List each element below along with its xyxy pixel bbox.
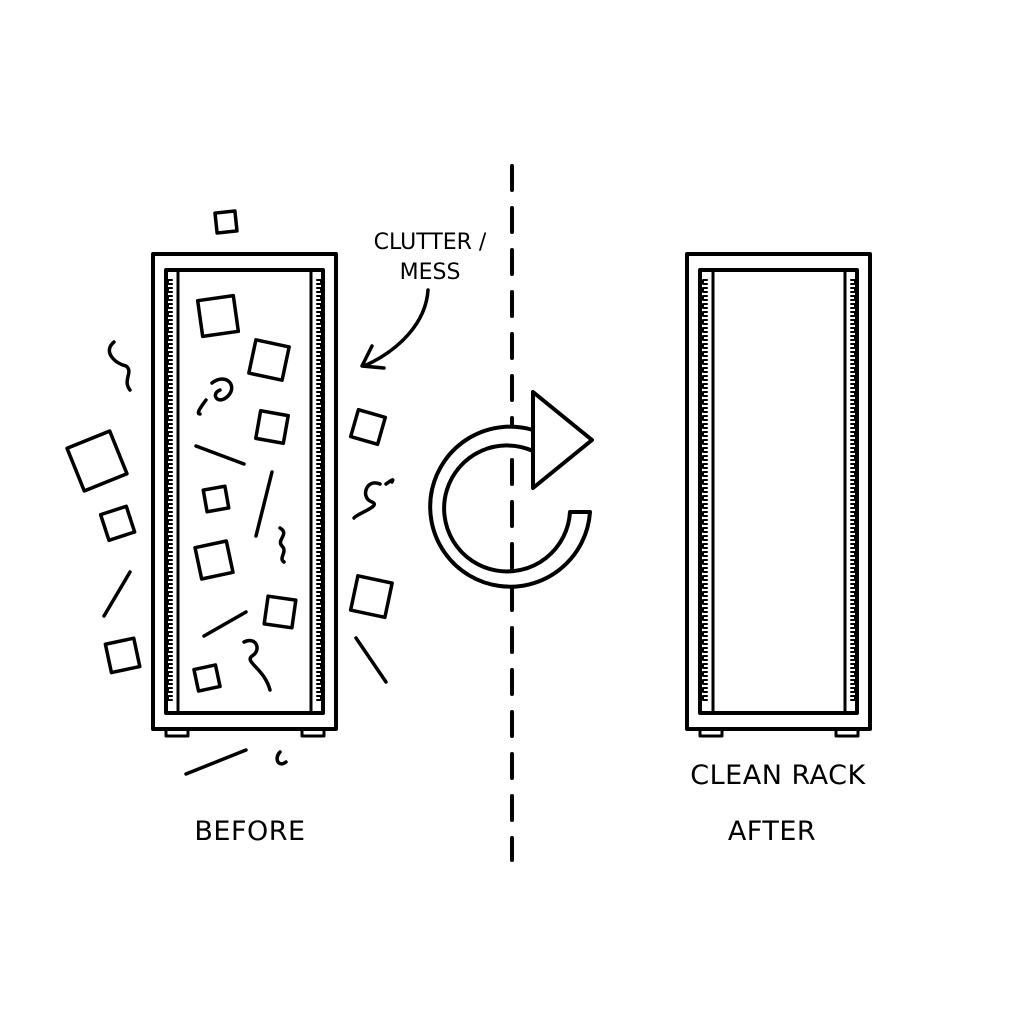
clutter-box xyxy=(98,504,137,543)
clutter-box xyxy=(348,574,394,620)
clutter-squiggle xyxy=(107,340,132,392)
curved-arrow-icon xyxy=(362,288,430,368)
clutter-outside xyxy=(65,209,395,776)
clutter-stick xyxy=(102,570,132,618)
clutter-box xyxy=(65,429,129,493)
after-rack xyxy=(685,252,872,738)
clutter-inside xyxy=(192,293,298,693)
clutter-stick xyxy=(184,748,248,776)
clutter-box xyxy=(348,407,388,447)
clutter-squiggle xyxy=(242,638,272,692)
circular-arrow-icon xyxy=(428,390,594,589)
clutter-label: CLUTTER / MESS xyxy=(360,228,500,288)
clutter-stick xyxy=(254,470,274,538)
rail-right xyxy=(850,279,856,701)
clutter-squiggle xyxy=(278,526,286,564)
clutter-box xyxy=(192,663,222,693)
clutter-box xyxy=(193,539,235,581)
rail-left xyxy=(702,279,708,701)
clutter-stick xyxy=(194,444,246,466)
after-label: AFTER xyxy=(727,816,817,847)
clutter-box xyxy=(201,484,231,514)
clutter-box xyxy=(247,338,291,382)
clutter-box xyxy=(262,594,298,630)
clutter-box xyxy=(254,409,290,445)
rail-right xyxy=(316,279,322,701)
clutter-stick xyxy=(354,636,388,684)
clean-rack-label: CLEAN RACK xyxy=(690,760,866,791)
clutter-squiggle xyxy=(352,478,395,520)
clutter-box xyxy=(213,209,239,235)
clutter-label-line2: MESS xyxy=(399,260,461,285)
clutter-box xyxy=(195,293,241,339)
curved-arrow-head xyxy=(360,344,386,370)
clutter-squiggle xyxy=(275,750,288,766)
before-rack xyxy=(151,252,338,738)
clutter-stick xyxy=(202,610,248,638)
clutter-squiggle xyxy=(196,377,234,416)
before-label: BEFORE xyxy=(194,816,306,847)
clutter-label-line1: CLUTTER / xyxy=(373,230,487,255)
rail-left xyxy=(167,279,173,701)
clutter-box xyxy=(103,636,142,675)
